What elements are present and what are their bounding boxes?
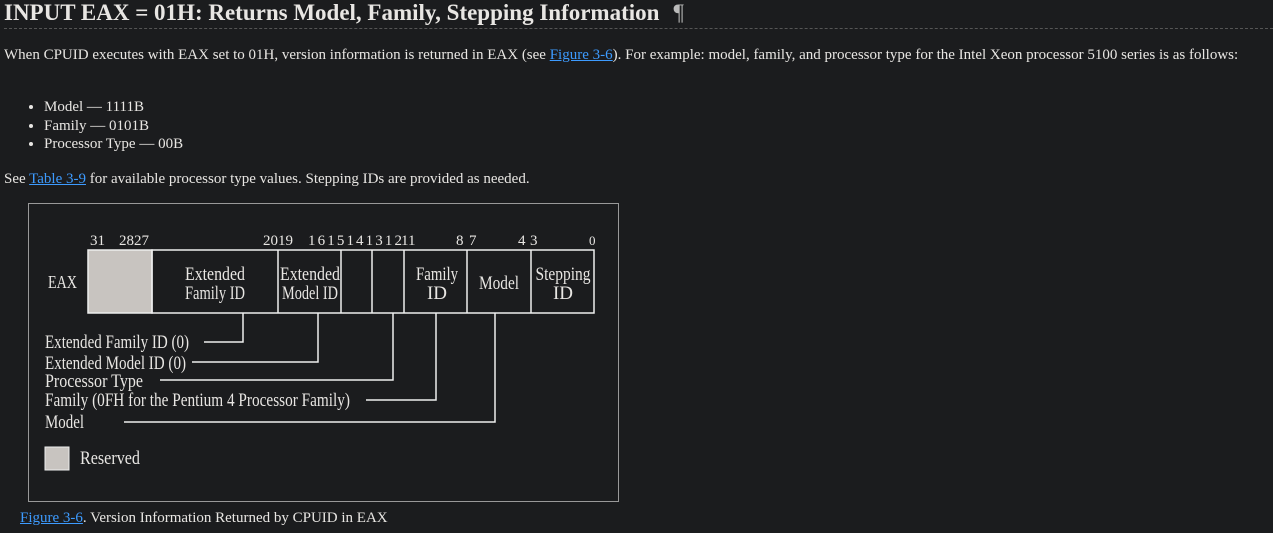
legend-swatch: [44, 446, 70, 471]
field-name: Family: [416, 264, 458, 285]
list-item: Processor Type — 00B: [44, 135, 183, 154]
list-item: Family — 0101B: [44, 117, 183, 136]
see-paragraph: See Table 3-9 for available processor ty…: [4, 170, 1266, 188]
description: Extended Model ID (0): [45, 353, 186, 374]
legend-label: Reserved: [80, 448, 140, 469]
bullet-list: Model — 1111B Family — 0101B Processor T…: [24, 98, 183, 154]
field-name: Extended: [280, 264, 340, 285]
field-descriptions: Extended Family ID (0) Extended Model ID…: [45, 332, 350, 433]
pilcrow-link[interactable]: ¶: [673, 0, 684, 25]
text: See: [4, 171, 30, 187]
bit-label: 0: [589, 233, 596, 248]
caption-text: . Version Information Returned by CPUID …: [82, 510, 388, 526]
caption-link[interactable]: Figure 3-6: [20, 510, 83, 526]
field-name: Model: [479, 273, 519, 294]
field-name: ID: [553, 283, 573, 304]
bit-label: 3: [530, 233, 538, 249]
field-name: Extended: [185, 264, 245, 285]
bit-label: 31: [90, 233, 105, 249]
description: Family (0FH for the Pentium 4 Processor …: [45, 390, 350, 411]
register-fields: [151, 249, 595, 314]
text: When CPUID executes with EAX set to 01H,…: [4, 47, 550, 63]
bit-label: 2019: [263, 233, 293, 249]
bit-label: 7: [469, 233, 477, 249]
leader-lines: [124, 313, 496, 423]
description: Model: [45, 412, 84, 433]
field-name: Family ID: [185, 283, 245, 304]
register-label: EAX: [48, 272, 77, 292]
field-name: Stepping: [536, 264, 591, 285]
bit-label: 4: [518, 233, 526, 249]
diagram-frame: [28, 203, 619, 502]
bit-label: 2827: [119, 233, 150, 249]
bit-label: 8: [456, 233, 464, 249]
bit-label: 1615141312: [308, 233, 402, 249]
bit-label: 11: [401, 233, 415, 249]
description: Extended Family ID (0): [45, 332, 189, 353]
figure-link[interactable]: Figure 3-6: [549, 47, 613, 63]
intro-paragraph: When CPUID executes with EAX set to 01H,…: [4, 46, 1266, 64]
section-heading: INPUT EAX = 01H: Returns Model, Family, …: [4, 0, 1273, 29]
description: Processor Type: [45, 371, 143, 392]
field-names: Extended Family ID Extended Model ID Fam…: [185, 264, 591, 304]
text: ). For example: model, family, and proce…: [612, 47, 1239, 63]
field-name: Model ID: [282, 283, 338, 304]
list-item: Model — 1111B: [44, 98, 183, 117]
heading-text: INPUT EAX = 01H: Returns Model, Family, …: [4, 0, 660, 25]
text: for available processor type values. Ste…: [85, 171, 530, 187]
bit-labels: 31 2827 2019 1615141312 11 8 7 4 3 0: [90, 233, 596, 249]
figure-caption: Figure 3-6. Version Information Returned…: [20, 510, 388, 527]
table-link[interactable]: Table 3-9: [29, 171, 86, 187]
reserved-field: [87, 249, 153, 314]
field-name: ID: [427, 283, 447, 304]
